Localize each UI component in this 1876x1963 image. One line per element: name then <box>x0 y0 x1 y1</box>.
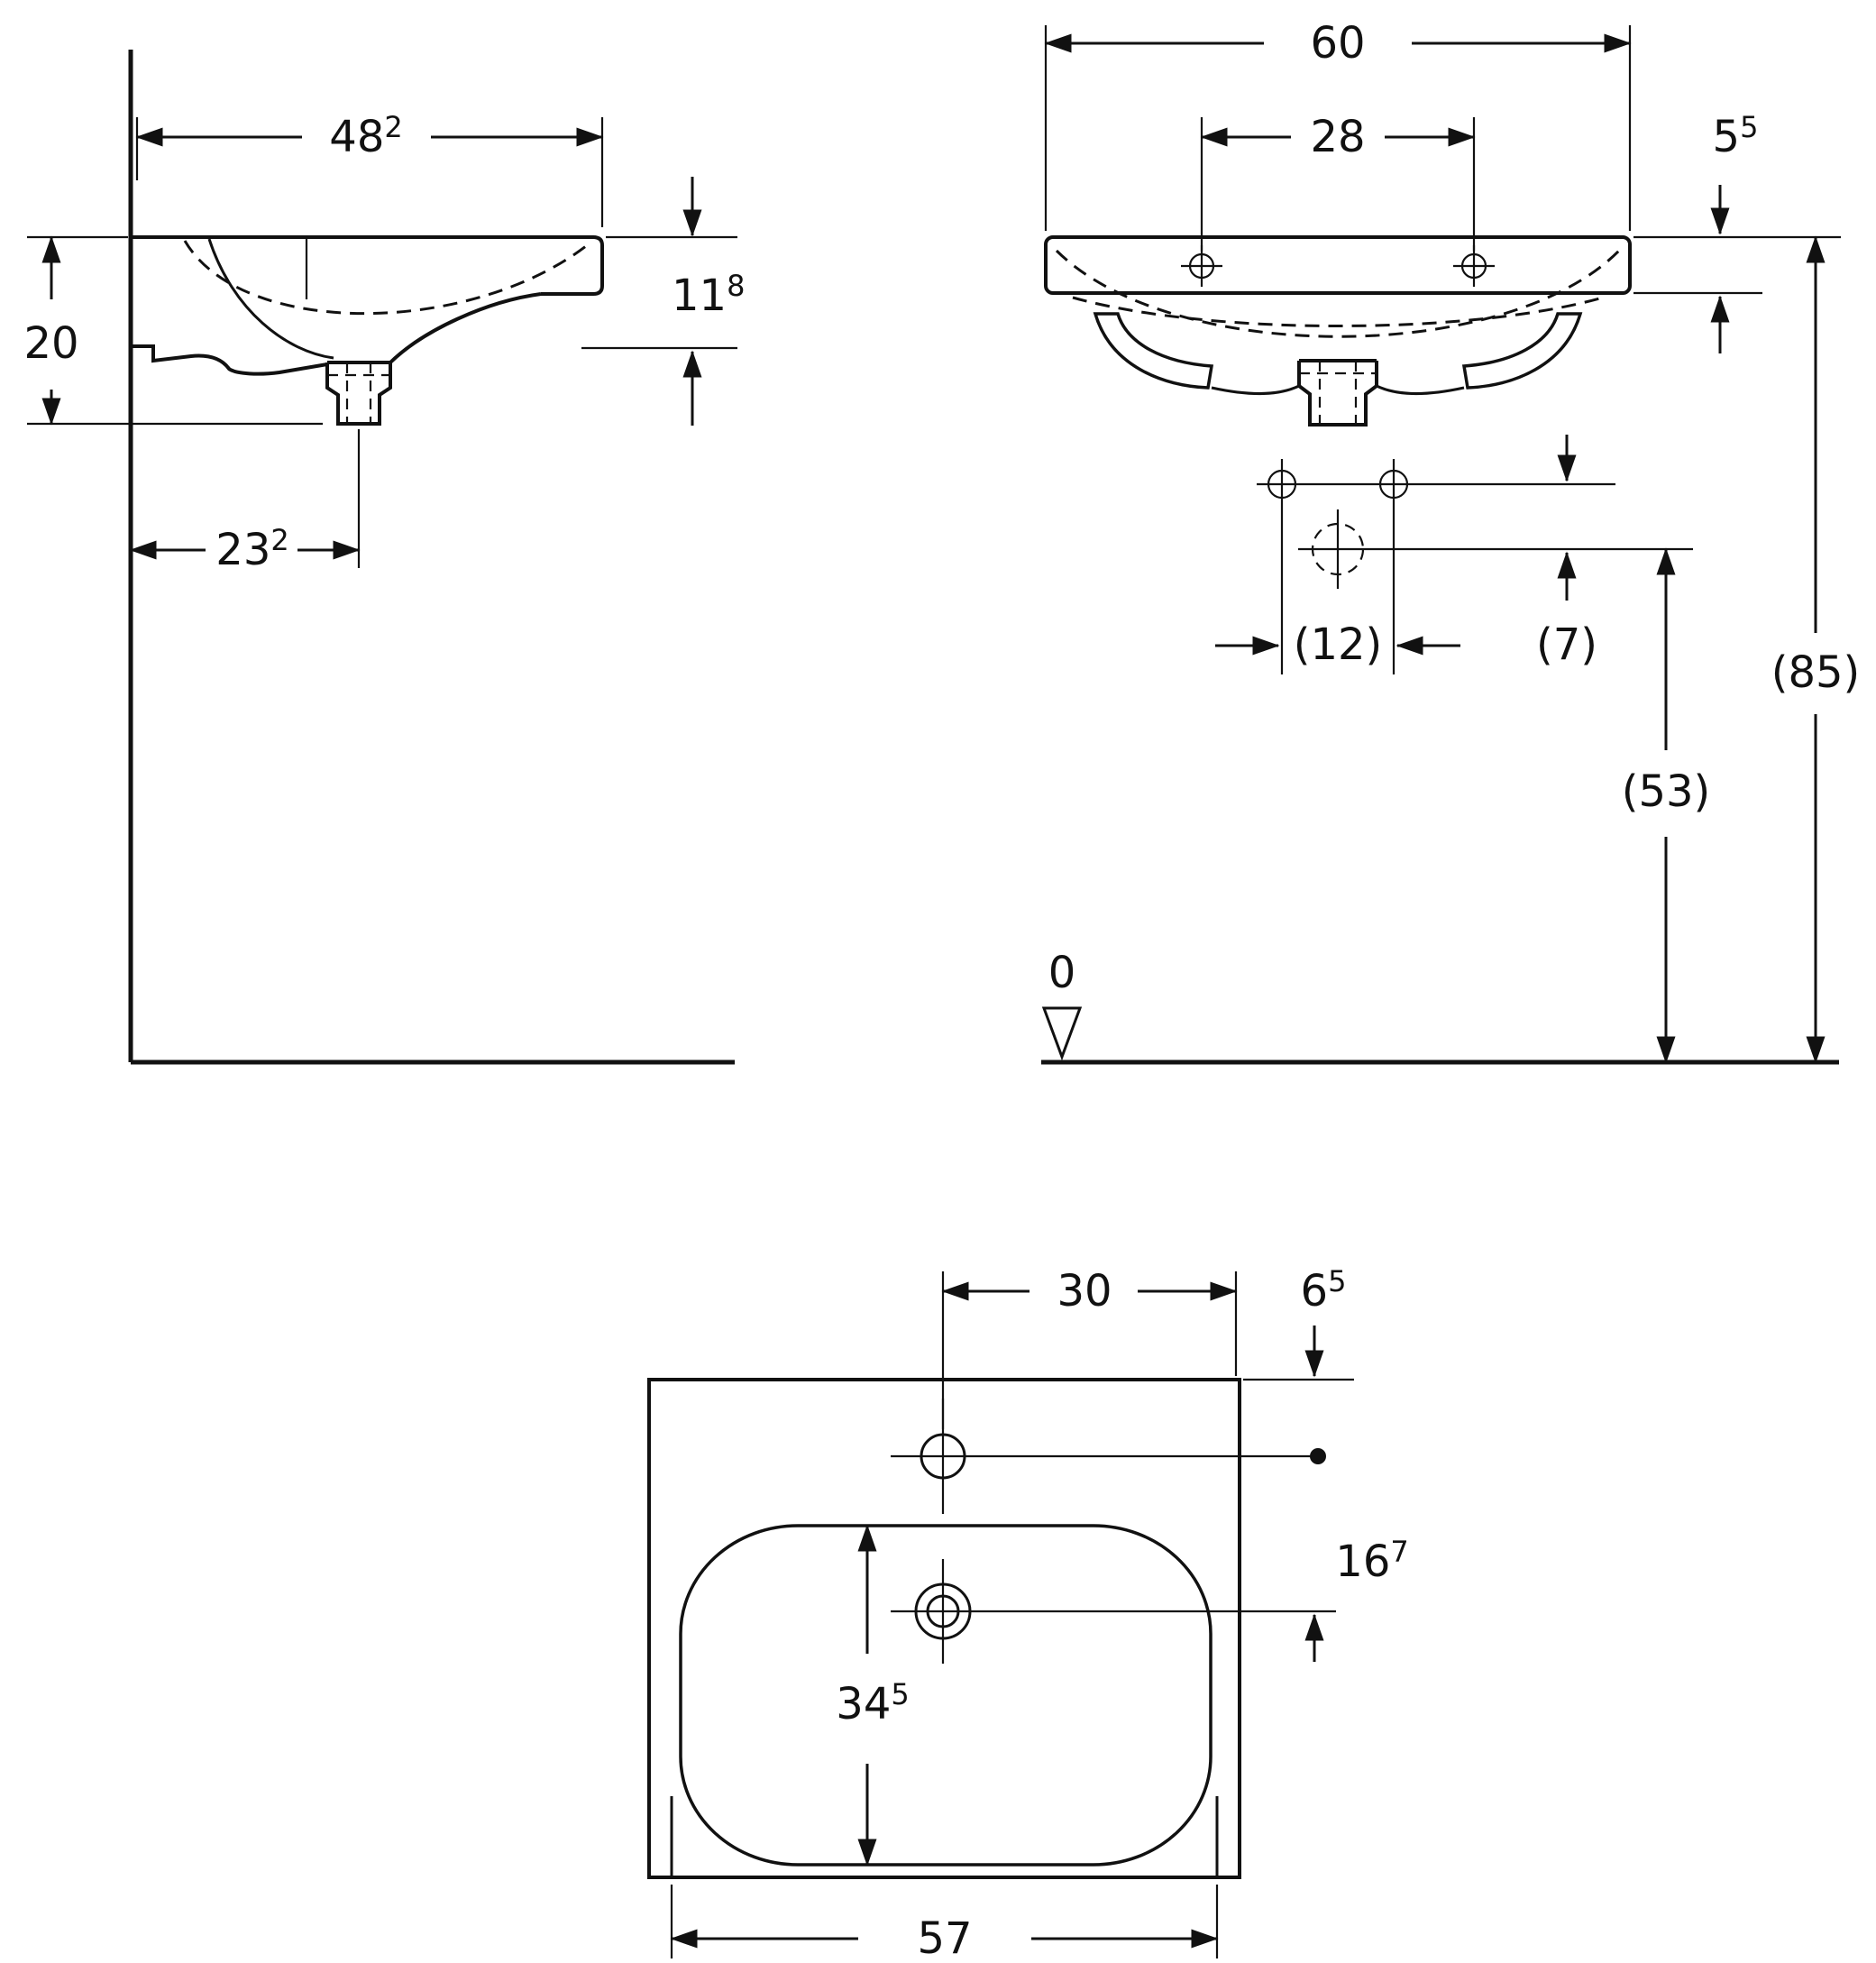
slab-outline-top <box>647 1378 1241 1879</box>
slab-outline-side <box>131 235 604 296</box>
underside-right <box>1376 384 1465 396</box>
bracket-left <box>1093 312 1214 390</box>
dim-bowl-length-34: 345 <box>836 1524 910 1867</box>
dim-hole-spacing-28: 28 <box>1200 112 1476 251</box>
reference-dot-icon <box>1310 1448 1326 1464</box>
washbasin-front-profile: 0 <box>1041 235 1839 1065</box>
dim-label-hole-spacing: 28 <box>1310 112 1365 162</box>
dim-label-width-top: 482 <box>329 110 402 162</box>
dim-label-bolt-to-drain: (7) <box>1536 619 1597 670</box>
dim-drain-offset-23: 232 <box>129 429 361 575</box>
dim-rim-depth-11: 118 <box>581 177 745 426</box>
dim-tap-setback-6: 65 <box>1243 1264 1354 1381</box>
bowl-underside-side <box>389 292 542 364</box>
dim-label-base-width: 57 <box>917 1913 972 1963</box>
bowl-hidden-edge-front <box>1055 249 1621 338</box>
washbasin-top-profile <box>647 1378 1336 1879</box>
dim-rim-height-85: (85) <box>1771 235 1861 1064</box>
dim-drain-height-53: (53) <box>1622 547 1711 1064</box>
dim-bolt-spacing-12: (12) <box>1215 501 1460 674</box>
bowl-hidden-rim-front <box>1072 296 1604 327</box>
dim-label-bolt-spacing: (12) <box>1294 619 1383 670</box>
dim-slab-thickness-5: 55 <box>1633 110 1841 353</box>
top-view: 30 65 167 345 57 <box>647 1264 1409 1963</box>
dim-label-drain-offset: 232 <box>215 523 288 575</box>
dim-label-tap-to-drain: 167 <box>1335 1535 1408 1587</box>
bowl-section-curve <box>207 238 334 360</box>
underside-left <box>1211 384 1300 396</box>
dim-label-width: 60 <box>1310 18 1365 69</box>
dim-tap-to-edge-30: 30 <box>941 1266 1238 1429</box>
side-view: 482 118 20 232 <box>23 50 745 1065</box>
dim-label-slab-thickness: 55 <box>1713 110 1759 162</box>
datum-zero-label: 0 <box>1048 948 1076 998</box>
dim-width-top-48: 482 <box>135 110 604 227</box>
dim-label-rim-depth: 118 <box>672 269 745 321</box>
apron-profile <box>131 344 328 376</box>
front-view: 0 60 28 55 (1 <box>1041 18 1861 1065</box>
dim-tap-to-drain-16: 167 <box>1304 1535 1409 1662</box>
dim-front-height-20: 20 <box>23 235 323 426</box>
bowl-hidden-edge-side <box>183 240 587 316</box>
bowl-outline-top <box>679 1524 1213 1867</box>
trap-outline-front <box>1297 359 1378 427</box>
trap-outline-side <box>325 361 392 426</box>
dim-label-bowl-length: 345 <box>836 1677 909 1729</box>
slab-outline-front <box>1044 235 1632 295</box>
bracket-right <box>1461 312 1583 390</box>
dim-label-drain-height: (53) <box>1622 766 1711 817</box>
dim-label-tap-to-edge: 30 <box>1057 1266 1112 1316</box>
dim-label-rim-height: (85) <box>1771 647 1861 698</box>
datum-triangle-icon <box>1041 1006 1083 1061</box>
dim-label-tap-setback: 65 <box>1301 1264 1347 1316</box>
dim-base-width-57: 57 <box>670 1885 1219 1963</box>
dim-width-60: 60 <box>1044 18 1632 231</box>
dim-label-front-height: 20 <box>23 318 78 369</box>
dim-bolt-to-drain-7: (7) <box>1408 435 1615 670</box>
